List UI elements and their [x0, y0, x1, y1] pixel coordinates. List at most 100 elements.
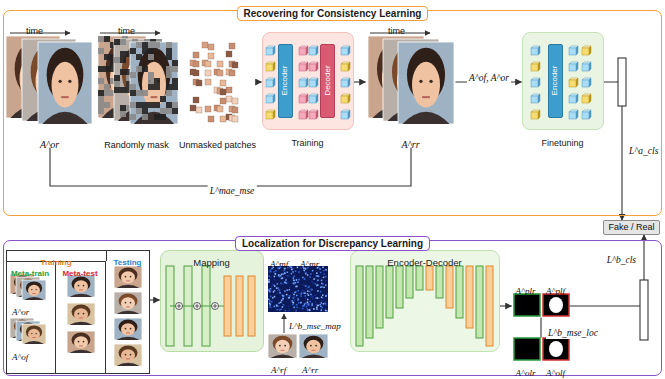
map-noise: [292, 268, 294, 270]
map-noise: [316, 304, 318, 306]
patch-token: [226, 51, 232, 57]
map-noise: [287, 275, 289, 277]
map-noise: [286, 297, 288, 299]
feature-cube: [582, 46, 591, 55]
map-noise: [288, 297, 290, 299]
face-skin: [74, 308, 88, 320]
add-symbol-cross: [177, 304, 181, 308]
mask-label: A^olr: [516, 368, 536, 379]
table-header: Meta-test: [62, 269, 97, 279]
face-shoulders: [24, 297, 44, 300]
cube-side: [273, 46, 275, 55]
face-image: [114, 266, 142, 288]
feature-cube: [266, 78, 275, 87]
feature-cube: [582, 110, 591, 119]
connector: [570, 235, 645, 306]
mask-cell: [142, 102, 148, 108]
cube-front: [309, 64, 316, 71]
map-noise: [325, 276, 327, 278]
map-noise: [284, 277, 286, 279]
face-eye: [31, 333, 32, 334]
frame-label: Unmasked patches: [179, 139, 256, 151]
cube-side: [348, 46, 350, 55]
text-holder: Testing: [107, 251, 149, 261]
text-holder: Finetuning: [522, 132, 604, 150]
face-background: [114, 292, 142, 314]
map-noise: [301, 292, 303, 294]
cube-front: [341, 96, 348, 103]
mask-cell: [142, 42, 148, 48]
map-noise: [305, 288, 307, 290]
map-noise: [316, 307, 318, 309]
feature-cube: [531, 62, 540, 71]
output-label: Fake / Real: [608, 222, 654, 233]
map-noise: [270, 296, 272, 298]
map-noise: [290, 301, 292, 303]
cube-front: [341, 64, 348, 71]
text-holder: A^of, A^or: [467, 67, 511, 85]
cube-front: [582, 64, 589, 71]
face-eye: [279, 345, 281, 347]
map-noise: [288, 275, 290, 277]
mask-cell: [166, 66, 172, 72]
map-noise: [278, 287, 280, 289]
mask-cell: [142, 90, 148, 96]
cube-front: [266, 48, 273, 55]
face-eye: [419, 80, 422, 83]
text-holder: L^b_cls: [605, 249, 638, 267]
mask-map: [268, 266, 328, 312]
add-symbol-cross: [195, 304, 199, 308]
feature-cube: [341, 110, 350, 119]
map-noise: [295, 310, 297, 312]
table-header: Meta-train: [11, 269, 49, 279]
face-background: [398, 42, 454, 124]
face-shoulders: [116, 285, 140, 288]
cube-front: [299, 80, 306, 87]
face-image: [67, 303, 95, 325]
mask-cell: [98, 78, 104, 84]
map-noise: [311, 288, 313, 290]
face-eye: [284, 345, 286, 347]
map-noise: [278, 275, 280, 277]
mask-cell: [120, 111, 126, 117]
map-noise: [300, 302, 302, 304]
map-noise: [293, 296, 295, 298]
map-noise: [325, 295, 327, 297]
mask-cell: [172, 66, 178, 72]
text-holder: L^a_cls: [627, 140, 660, 158]
map-noise: [321, 297, 323, 299]
map-noise: [279, 309, 281, 311]
face-skin: [28, 329, 40, 340]
map-noise: [315, 304, 317, 306]
mask-image: [543, 338, 569, 360]
mask-cell: [136, 90, 142, 96]
face-eye: [125, 354, 127, 356]
map-noise: [315, 283, 317, 285]
cube-front: [341, 112, 348, 119]
map-noise: [307, 299, 309, 301]
mask-cell: [104, 66, 110, 72]
cube-side: [576, 46, 578, 55]
map-noise: [309, 276, 311, 278]
text-holder: time: [26, 20, 43, 38]
map-noise: [323, 303, 325, 305]
map-noise: [325, 284, 327, 286]
mask-cell: [130, 90, 136, 96]
patch-token: [217, 106, 223, 112]
map-noise: [321, 280, 323, 282]
map-noise: [294, 296, 296, 298]
map-noise: [270, 288, 272, 290]
symbol-label: A^rf: [271, 365, 286, 376]
map-noise: [287, 295, 289, 297]
map-noise: [274, 285, 276, 287]
cube-side: [316, 94, 318, 103]
cube-side: [348, 78, 350, 87]
face-eye: [31, 289, 32, 290]
mask-cell: [114, 39, 120, 45]
conv-layer: [396, 266, 403, 308]
map-noise: [306, 306, 308, 308]
map-noise: [277, 292, 279, 294]
map-noise: [296, 295, 298, 297]
cube-front: [341, 80, 348, 87]
mask-cell: [142, 48, 148, 54]
